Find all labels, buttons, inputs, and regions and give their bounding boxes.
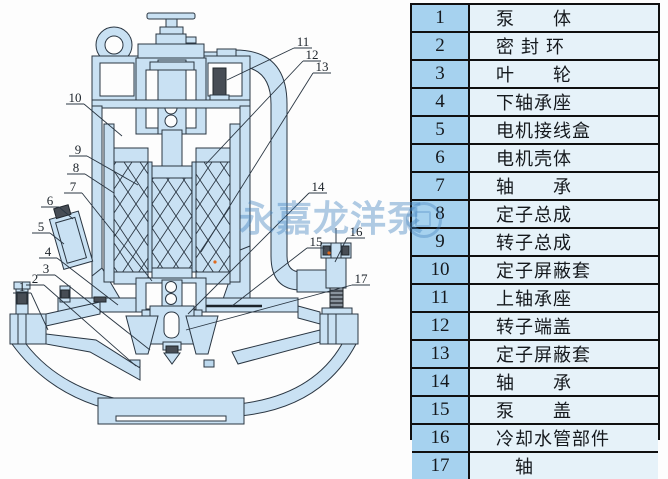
callout-label-12: 12	[306, 47, 319, 62]
part-name: 叶 轮	[470, 61, 658, 87]
part-number: 2	[412, 33, 470, 59]
leader-line-11	[226, 47, 295, 81]
leader-line-12	[205, 60, 304, 165]
part-number: 9	[412, 229, 470, 255]
callout-label-8: 8	[73, 160, 80, 175]
part-name: 定子屏蔽套	[470, 341, 658, 367]
leader-line-14	[187, 192, 310, 315]
part-name: 轴 承	[470, 369, 658, 395]
part-name: 转子总成	[470, 229, 658, 255]
part-name: 下轴承座	[470, 89, 658, 115]
part-number: 3	[412, 61, 470, 87]
callout-label-9: 9	[75, 142, 82, 157]
leader-line-2	[43, 284, 137, 367]
part-number: 17	[412, 453, 470, 479]
part-number: 8	[412, 201, 470, 227]
impeller	[125, 315, 219, 368]
leader-line-9	[86, 155, 139, 186]
leader-line-17	[185, 284, 353, 331]
part-name: 密 封 环	[470, 33, 658, 59]
part-number: 11	[412, 285, 470, 311]
callout-label-17: 17	[355, 271, 369, 286]
callout-label-14: 14	[312, 179, 326, 194]
leader-line-1	[30, 292, 49, 331]
part-number: 1	[412, 5, 470, 31]
part-number: 6	[412, 145, 470, 171]
part-name: 定子屏蔽套	[470, 257, 658, 283]
part-name: 轴 承	[470, 173, 658, 199]
terminal-box	[48, 204, 94, 271]
lower-bearing-seat	[135, 277, 207, 345]
leader-line-5	[49, 232, 65, 245]
leader-line-8	[84, 173, 115, 194]
part-number: 16	[412, 425, 470, 451]
callout-label-11: 11	[297, 34, 310, 49]
part-name: 转子端盖	[470, 313, 658, 339]
part-number: 7	[412, 173, 470, 199]
callout-label-6: 6	[47, 193, 54, 208]
rotor-assembly	[151, 129, 193, 281]
callout-label-13: 13	[316, 59, 329, 74]
upper-bearing-seat	[135, 57, 230, 135]
callout-label-16: 16	[350, 224, 364, 239]
callout-label-3: 3	[43, 261, 50, 276]
part-name: 轴	[470, 453, 658, 479]
part-number: 15	[412, 397, 470, 423]
leader-line-7	[81, 192, 153, 282]
leader-line-4	[56, 257, 119, 306]
part-name: 电机壳体	[470, 145, 658, 171]
vent-valve	[146, 12, 197, 49]
leader-line-15	[231, 247, 308, 307]
callout-label-2: 2	[32, 271, 39, 286]
volute-casing	[9, 251, 359, 425]
callout-label-7: 7	[70, 179, 77, 194]
leader-line-13	[200, 72, 314, 253]
part-number: 4	[412, 89, 470, 115]
callout-label-4: 4	[45, 244, 52, 259]
part-name: 泵 体	[470, 5, 658, 31]
part-name: 泵 盖	[470, 397, 658, 423]
part-name: 电机接线盒	[470, 117, 658, 143]
callout-label-1: 1	[19, 279, 26, 294]
leader-line-16	[334, 237, 348, 263]
part-name: 定子总成	[470, 201, 658, 227]
part-name: 上轴承座	[470, 285, 658, 311]
part-name: 冷却水管部件	[470, 425, 658, 451]
callout-label-10: 10	[69, 90, 82, 105]
stator-assembly	[103, 123, 241, 285]
table-row: 17 轴	[412, 453, 658, 479]
motor-shell	[91, 99, 251, 303]
part-number: 10	[412, 257, 470, 283]
part-number: 5	[412, 117, 470, 143]
part-number: 12	[412, 313, 470, 339]
leader-line-6	[58, 206, 74, 220]
callout-label-5: 5	[38, 219, 45, 234]
callout-label-15: 15	[310, 234, 323, 249]
part-number: 13	[412, 341, 470, 367]
leader-line-3	[54, 274, 151, 351]
part-number: 14	[412, 369, 470, 395]
leader-line-10	[83, 103, 123, 137]
